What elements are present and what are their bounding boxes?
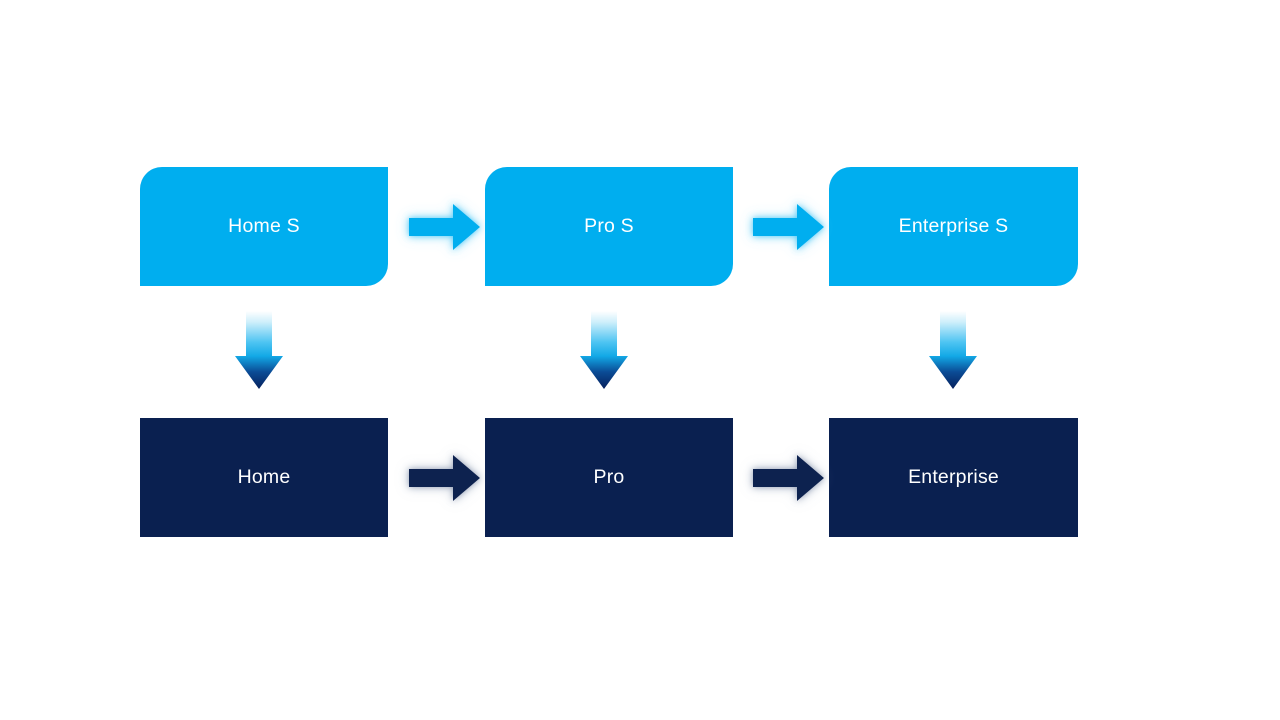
node-label-home-s: Home S: [228, 214, 300, 237]
node-label-pro-s: Pro S: [584, 214, 634, 237]
arrow-home-to-pro: [409, 454, 481, 502]
node-enterprise[interactable]: Enterprise: [829, 418, 1078, 537]
arrow-home-s-to-home: [234, 311, 284, 390]
arrow-pro-to-enterprise: [753, 454, 825, 502]
node-label-pro: Pro: [593, 465, 625, 488]
arrow-enterprise-s-to-enterprise: [928, 311, 978, 390]
arrow-pro-s-to-pro: [579, 311, 629, 390]
node-label-enterprise: Enterprise: [908, 465, 999, 488]
node-home-s[interactable]: Home S: [140, 167, 388, 286]
node-label-enterprise-s: Enterprise S: [898, 214, 1009, 237]
node-label-home: Home: [237, 465, 291, 488]
node-home[interactable]: Home: [140, 418, 388, 537]
node-pro-s[interactable]: Pro S: [485, 167, 733, 286]
arrow-pro-s-to-enterprise-s: [753, 203, 825, 251]
arrow-home-s-to-pro-s: [409, 203, 481, 251]
node-pro[interactable]: Pro: [485, 418, 733, 537]
node-enterprise-s[interactable]: Enterprise S: [829, 167, 1078, 286]
